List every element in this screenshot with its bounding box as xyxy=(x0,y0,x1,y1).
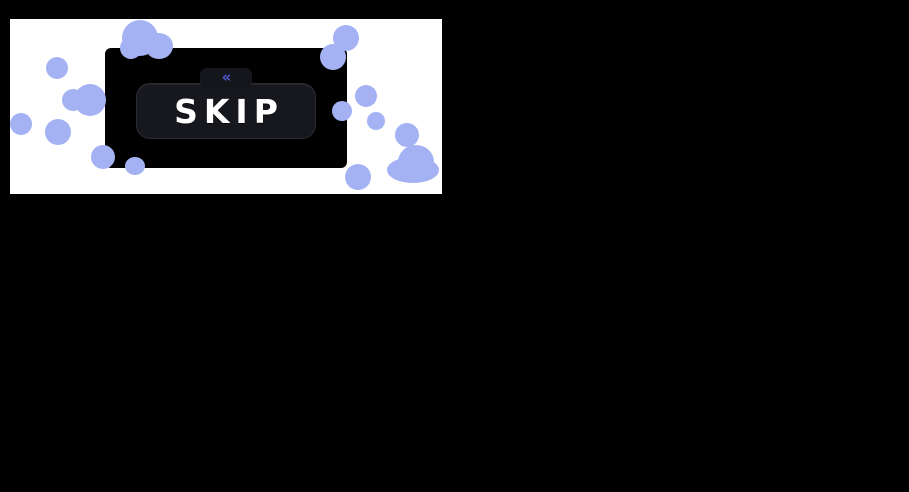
double-chevron-left-icon: « xyxy=(221,67,232,86)
skip-panel: « SKIP xyxy=(105,48,347,168)
collapse-button[interactable]: « xyxy=(200,68,252,88)
paint-blob xyxy=(395,123,419,147)
paint-blob xyxy=(62,89,84,111)
paint-blob xyxy=(10,113,32,135)
paint-blob xyxy=(46,57,68,79)
paint-blob xyxy=(45,119,71,145)
paint-blob xyxy=(398,145,434,179)
ad-card: « SKIP xyxy=(10,19,442,194)
paint-blob xyxy=(355,85,377,107)
skip-button-label: SKIP xyxy=(174,91,284,131)
paint-blob xyxy=(345,164,371,190)
paint-blob xyxy=(74,84,106,116)
paint-blob xyxy=(387,157,439,183)
skip-button[interactable]: SKIP xyxy=(136,83,316,139)
paint-blob xyxy=(367,112,385,130)
